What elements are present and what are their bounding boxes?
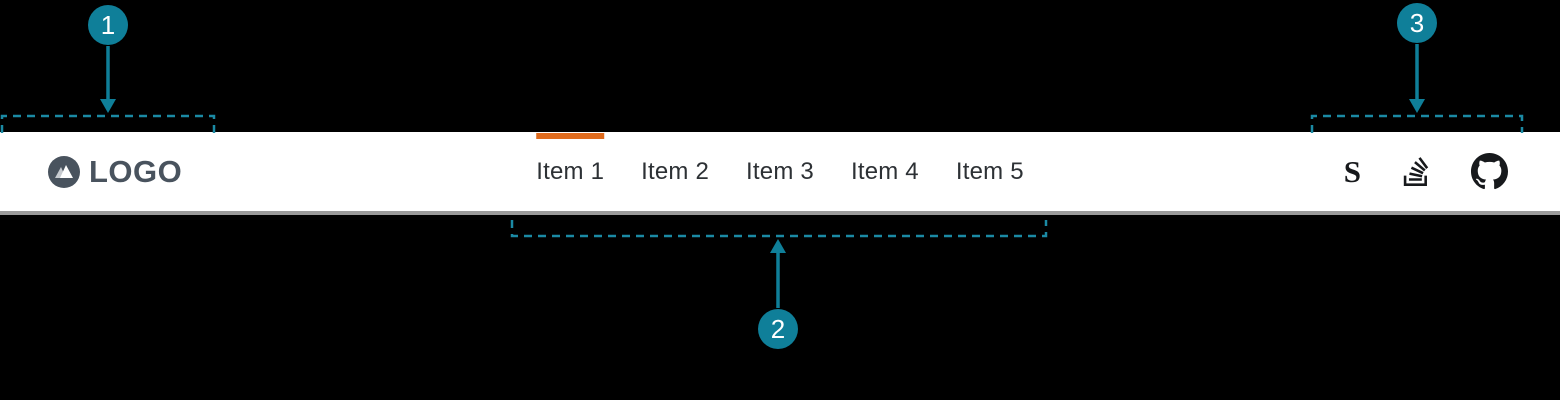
- social-icons: S: [1344, 132, 1508, 211]
- stackoverflow-icon[interactable]: [1403, 155, 1429, 188]
- nav-list: Item 1 Item 2 Item 3 Item 4 Item 5: [536, 132, 1024, 211]
- nav-item-label: Item 2: [641, 157, 710, 185]
- callout-1: 1: [88, 5, 128, 45]
- brand-name: LOGO: [89, 153, 183, 189]
- active-tab-indicator: [536, 133, 605, 139]
- arrow-2-head: [770, 239, 786, 253]
- callout-2-number: 2: [770, 313, 786, 344]
- logo-region-outline: [0, 114, 216, 133]
- callout-1-number: 1: [100, 9, 116, 40]
- arrow-1-head: [100, 99, 116, 113]
- callout-3: 3: [1397, 3, 1437, 43]
- nav-item-3[interactable]: Item 3: [746, 132, 814, 211]
- nav-item-5[interactable]: Item 5: [956, 132, 1024, 211]
- brand[interactable]: LOGO: [47, 132, 182, 211]
- nav-items-region-outline: [510, 220, 1048, 238]
- github-icon[interactable]: [1471, 153, 1508, 190]
- arrow-3-head: [1409, 99, 1425, 113]
- nav-item-label: Item 5: [955, 157, 1024, 185]
- callout-3-number: 3: [1409, 7, 1425, 38]
- nav-item-4[interactable]: Item 4: [851, 132, 919, 211]
- logo-mountain-icon: [47, 155, 81, 189]
- nav-item-1[interactable]: Item 1: [536, 132, 605, 211]
- s-letter-icon[interactable]: S: [1343, 154, 1361, 189]
- social-icons-region-outline: [1310, 114, 1524, 133]
- nav-item-label: Item 3: [746, 157, 814, 185]
- navbar: LOGO Item 1 Item 2 Item 3 Item 4 Item 5: [0, 132, 1560, 215]
- nav-item-label: Item 1: [536, 157, 605, 185]
- nav-item-2[interactable]: Item 2: [641, 132, 709, 211]
- callout-2: 2: [758, 309, 798, 349]
- nav-item-label: Item 4: [850, 157, 919, 185]
